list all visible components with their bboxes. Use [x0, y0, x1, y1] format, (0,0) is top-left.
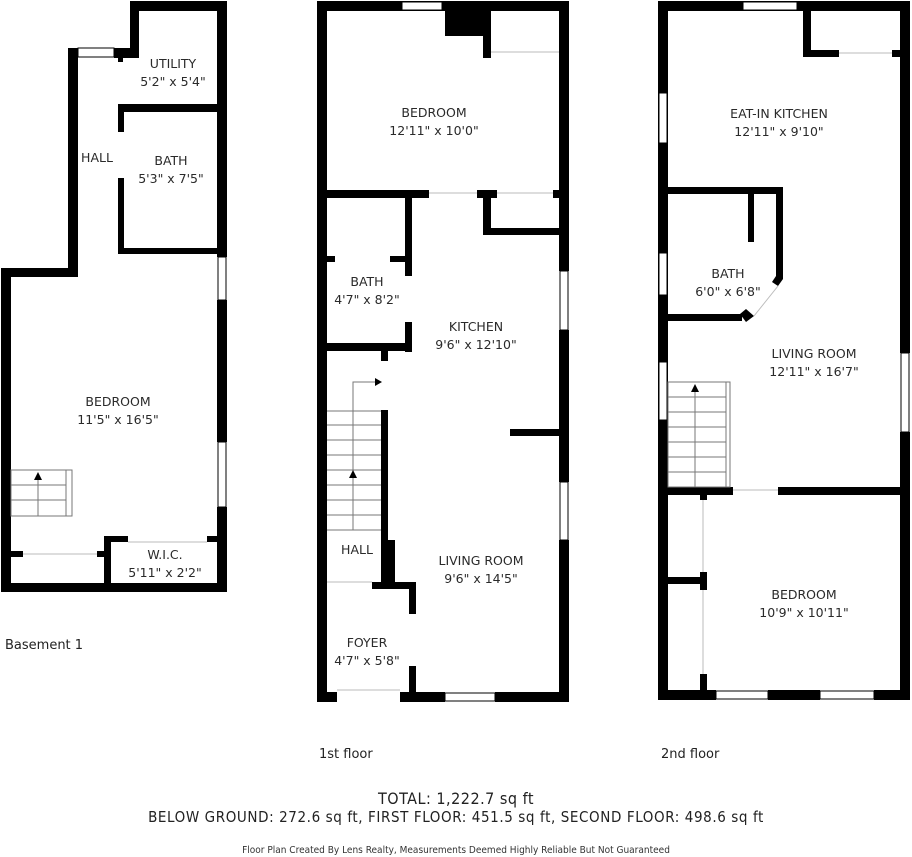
second-floor-walls	[658, 1, 910, 700]
basement-walls	[1, 1, 227, 592]
floor-label-basement: Basement 1	[5, 638, 84, 653]
room-label-bedroom: BEDROOM 11'5" x 16'5"	[77, 394, 159, 427]
room-label-hall: HALL	[341, 542, 373, 557]
room-label-bath: BATH 4'7" x 8'2"	[334, 274, 400, 307]
second-floor-stairs	[667, 381, 731, 488]
floor-label-first: 1st floor	[319, 747, 373, 762]
first-floor-walls	[317, 1, 569, 702]
room-label-bedroom: BEDROOM 10'9" x 10'11"	[759, 587, 849, 620]
room-label-bath: BATH 6'0" x 6'8"	[695, 266, 761, 299]
room-label-eat-in-kitchen: EAT-IN KITCHEN 12'11" x 9'10"	[730, 106, 828, 139]
basement-stairs	[10, 469, 73, 517]
floor-label-second: 2nd floor	[661, 747, 720, 762]
area-breakdown: BELOW GROUND: 272.6 sq ft, FIRST FLOOR: …	[148, 808, 764, 826]
room-label-utility: UTILITY 5'2" x 5'4"	[140, 56, 206, 89]
total-area: TOTAL: 1,222.7 sq ft	[377, 789, 535, 808]
room-label-wic: W.I.C. 5'11" x 2'2"	[128, 547, 202, 580]
room-label-living-room: LIVING ROOM 12'11" x 16'7"	[769, 346, 859, 379]
room-label-hall: HALL	[81, 150, 113, 165]
room-label-bedroom: BEDROOM 12'11" x 10'0"	[389, 105, 479, 138]
disclaimer-footer: Floor Plan Created By Lens Realty, Measu…	[242, 845, 670, 856]
room-label-foyer: FOYER 4'7" x 5'8"	[334, 635, 400, 668]
room-label-bath: BATH 5'3" x 7'5"	[138, 153, 204, 186]
room-label-living-room: LIVING ROOM 9'6" x 14'5"	[438, 553, 524, 586]
first-floor-stairs	[327, 378, 382, 531]
room-label-kitchen: KITCHEN 9'6" x 12'10"	[435, 319, 517, 352]
